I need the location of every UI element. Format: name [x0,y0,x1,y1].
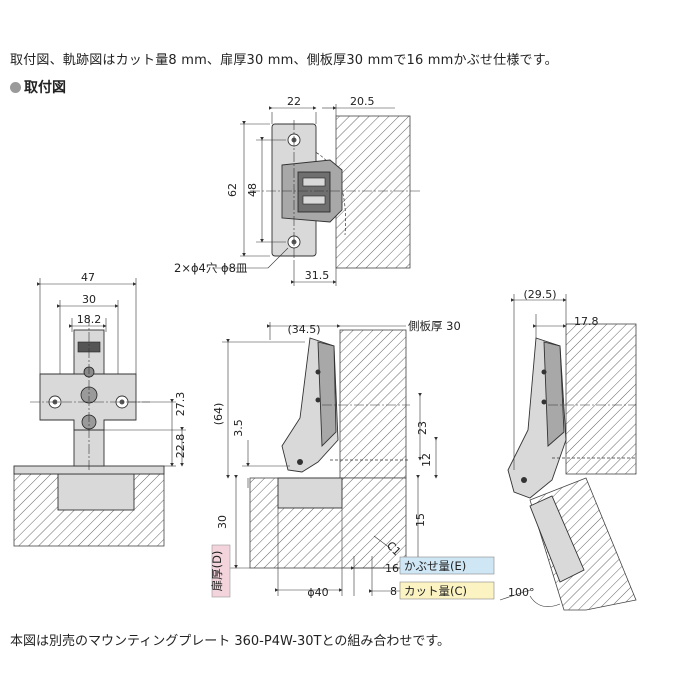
dim-47: 47 [81,271,95,284]
dim-20-5: 20.5 [350,95,375,108]
dim-48: 48 [246,183,259,197]
side-view-closed: (34.5) 側板厚 30 (64) 3.5 23 12 30 15 扉厚(D)… [210,319,495,600]
angle-100: 100° [508,586,535,599]
footer-note: 本図は別売のマウンティングプレート 360-P4W-30Tとの組み合わせです。 [10,634,451,649]
dim-27-3: 27.3 [174,392,187,417]
side-panel-thickness-label: 側板厚 30 [408,319,461,333]
door-thickness-tag [211,544,231,598]
dim-23: 23 [416,421,429,435]
door-thickness-label: 扉厚(D) [210,551,224,592]
side-panel-section-closed [339,329,407,479]
cut-label-box [399,581,495,600]
cut-value: 8 [390,585,397,598]
side-panel-section-open [565,323,637,475]
dim-22-8: 22.8 [174,434,187,459]
overlay-label: かぶせ量(E) [404,559,466,573]
dim-34-5: (34.5) [287,323,320,336]
side-view-open: (29.5) 17.8 100° [499,288,637,611]
dim-12: 12 [420,453,433,467]
bullet-dot-icon [10,82,21,93]
section-title: 取付図 [24,80,66,96]
overlay-value: 16 [385,562,399,575]
dim-62: 62 [226,183,239,197]
dim-30-door: 30 [216,515,229,529]
dim-phi-40: ϕ40 [307,586,328,599]
dim-22: 22 [287,95,301,108]
dim-64: (64) [212,403,225,426]
dim-29-5: (29.5) [523,288,556,301]
dim-18-2: 18.2 [77,313,102,326]
cup-in-door [277,477,343,509]
dim-30-front: 30 [82,293,96,306]
side-panel-section [335,115,411,269]
caption-text: 取付図、軌跡図はカット量8 mm、扉厚30 mm、側板厚30 mmで16 mmか… [10,53,558,68]
dim-17-8: 17.8 [574,315,599,328]
overlay-label-box [399,556,495,575]
dim-31-5: 31.5 [305,269,330,282]
door-section-closed [249,477,407,569]
dim-15: 15 [414,513,427,527]
holes-note: 2×ϕ4穴 ϕ8皿 [174,261,248,275]
cup-recess [57,473,135,511]
dim-3-5: 3.5 [232,419,245,437]
section-heading: 取付図 [10,77,66,97]
cut-label: カット量(C) [404,584,467,598]
cup-open [529,495,585,583]
top-view: 22 20.5 62 48 2×ϕ4穴 ϕ8皿 31.5 [174,95,420,286]
front-view: 47 30 18.2 27.3 22.8 [13,271,187,547]
